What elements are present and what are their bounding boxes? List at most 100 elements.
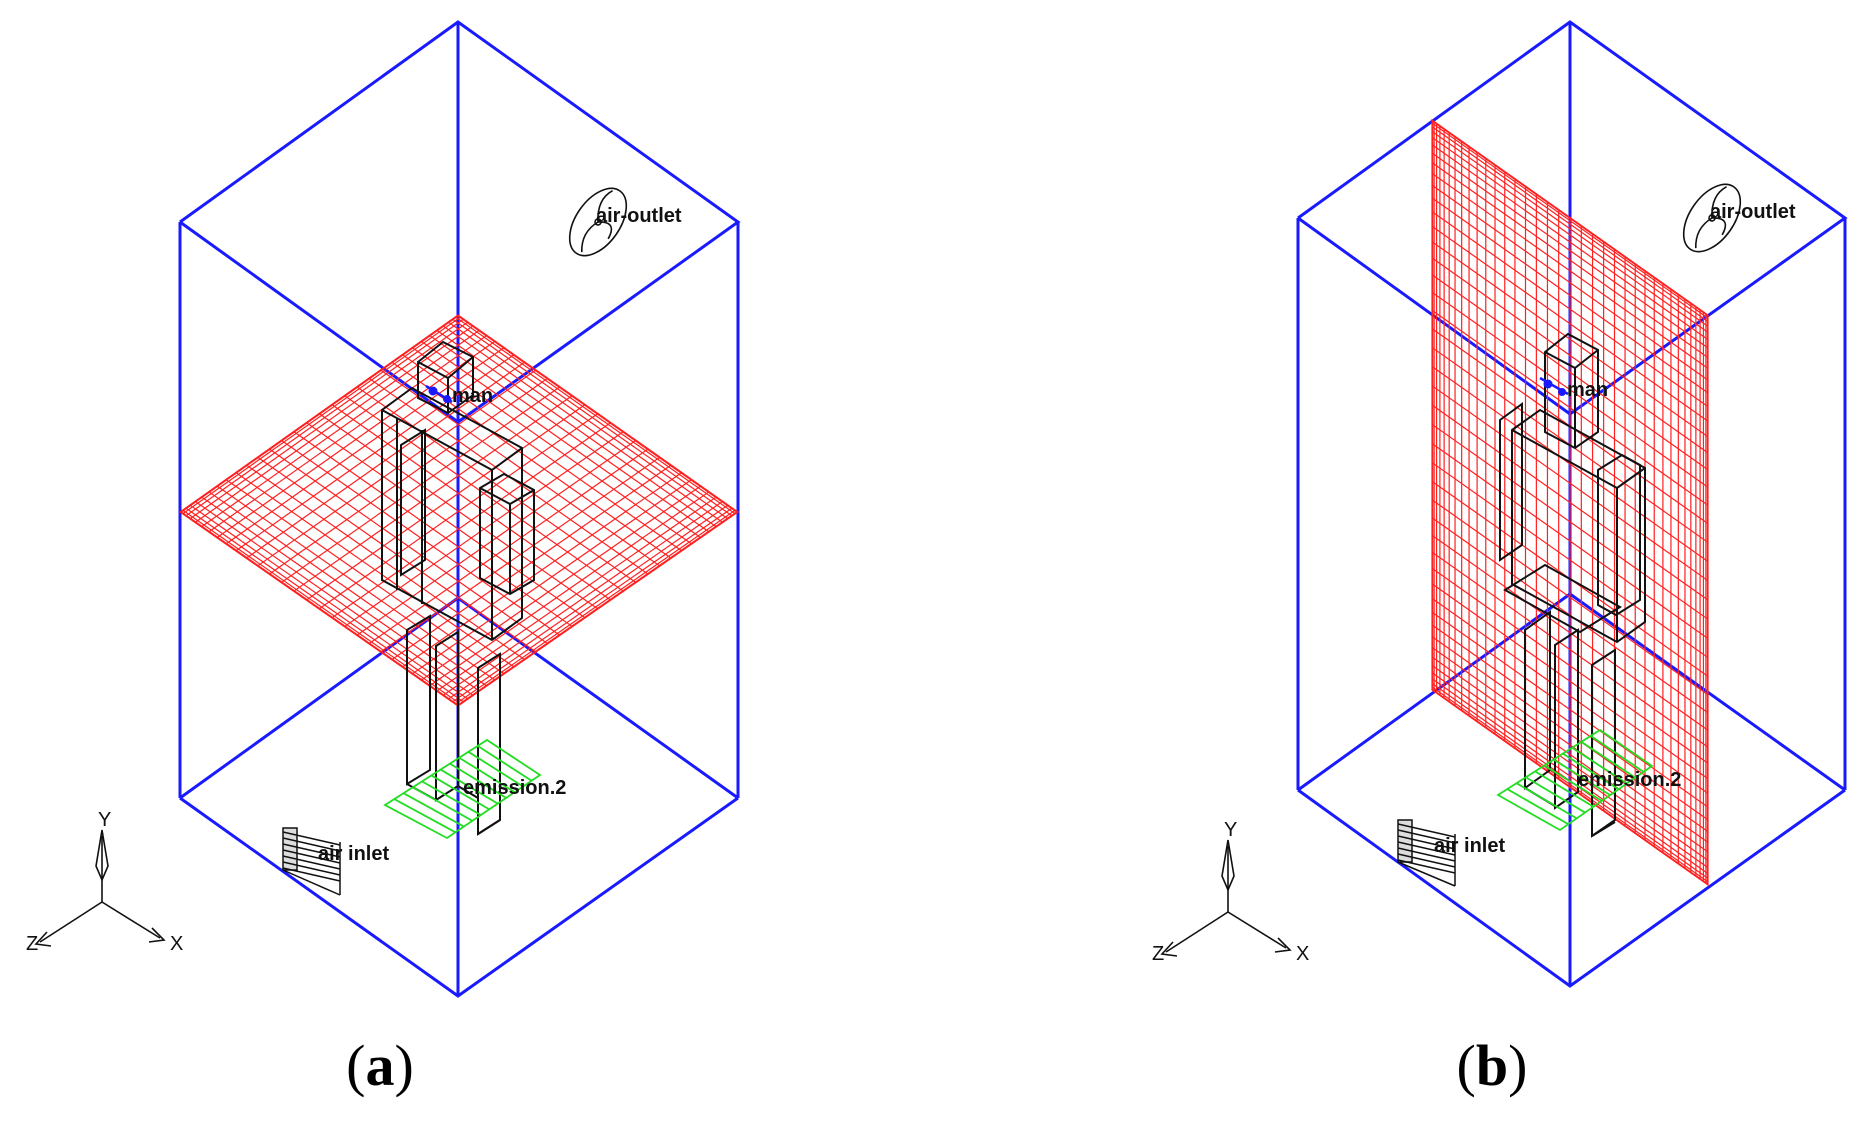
emission-hatch <box>1534 770 1594 808</box>
mesh-line <box>1431 136 1709 333</box>
air-inlet-label: air inlet <box>318 843 389 865</box>
mesh-line <box>1431 462 1709 659</box>
mesh-line <box>1431 126 1709 323</box>
mesh-line <box>1431 646 1709 843</box>
mesh-line <box>1431 611 1709 808</box>
mesh-line <box>455 509 736 705</box>
mesh-line <box>1431 257 1709 454</box>
mesh-line <box>194 325 474 524</box>
mesh-line <box>1431 385 1709 582</box>
vent-grille-icon <box>1397 819 1456 887</box>
man-marker <box>1539 376 1569 396</box>
emission-hatch <box>403 792 465 828</box>
mesh-line <box>1431 274 1709 471</box>
mesh-line <box>1431 122 1709 319</box>
mesh-line <box>401 471 683 668</box>
mesh-line <box>1431 664 1709 861</box>
mesh-line <box>208 334 488 533</box>
mesh-line <box>245 361 526 559</box>
mesh-line <box>235 354 515 552</box>
mesh-line <box>305 403 586 601</box>
mesh-line <box>391 464 672 661</box>
mesh-line <box>280 386 561 584</box>
axis-triad-icon <box>1160 839 1292 957</box>
panel-b-caption: (b) <box>1457 1033 1528 1098</box>
emission-hatch <box>412 786 473 822</box>
mesh-line <box>1431 636 1709 833</box>
mesh-line <box>225 347 505 545</box>
emission-hatch <box>1516 782 1578 820</box>
emission-area <box>383 738 542 840</box>
axis-x-label: X <box>1296 943 1309 965</box>
mesh-line <box>185 318 465 517</box>
mesh-line <box>1431 534 1709 731</box>
emission-label: emission.2 <box>1578 769 1681 791</box>
axis-z-label: Z <box>1152 943 1164 965</box>
mesh-line <box>1431 291 1709 488</box>
axis-z-label: Z <box>26 933 38 955</box>
air-outlet-label: air-outlet <box>596 205 682 227</box>
emission-hatch <box>1562 752 1620 791</box>
emission-label: emission.2 <box>463 777 566 799</box>
emission-hatch <box>1580 741 1636 779</box>
panel-a: air-outlet man emission.2 air inlet Y X … <box>26 20 741 1098</box>
mesh-line <box>1431 624 1709 821</box>
mesh-line <box>368 448 649 645</box>
mesh-plane-vertical <box>1431 118 1709 887</box>
emission-hatch <box>458 756 516 793</box>
mesh-line <box>1431 120 1709 317</box>
fan-icon <box>568 187 628 257</box>
mesh-line <box>1431 597 1709 794</box>
mesh-line <box>1431 365 1709 562</box>
mesh-line <box>1431 567 1709 764</box>
emission-hatch <box>430 774 490 811</box>
mesh-line <box>451 507 733 703</box>
mesh-line <box>1431 404 1709 601</box>
mesh-line <box>1431 172 1709 369</box>
mesh-line <box>1431 656 1709 853</box>
mesh-line <box>1431 211 1709 408</box>
man-marker <box>425 384 453 404</box>
emission-hatch <box>421 780 482 816</box>
emission-hatch <box>449 762 507 799</box>
mesh-line <box>293 395 573 592</box>
air-outlet-label: air-outlet <box>1710 201 1796 223</box>
man-label: man <box>1567 379 1608 401</box>
vent-grille-icon <box>282 827 341 896</box>
mesh-line <box>420 485 702 681</box>
panel-b: air-outlet man emission.2 air inlet Y X … <box>1152 20 1848 1098</box>
mesh-line <box>1431 443 1709 640</box>
mesh-line <box>201 329 480 528</box>
mesh-line <box>344 430 624 628</box>
mesh-line <box>1431 309 1709 506</box>
axis-y-label: Y <box>98 809 111 831</box>
mesh-line <box>1431 686 1709 883</box>
emission-hatch <box>1525 776 1586 814</box>
mesh-line <box>189 321 469 520</box>
axis-y-label: Y <box>1224 819 1237 841</box>
mesh-line <box>447 504 729 700</box>
mesh-line <box>1431 688 1709 885</box>
emission-hatch <box>440 768 499 805</box>
emission-area <box>1496 728 1654 832</box>
room-box <box>1296 20 1848 988</box>
emission-hatch <box>393 798 456 834</box>
mesh-line <box>442 500 724 696</box>
mesh-line <box>268 377 549 575</box>
mesh-line <box>1431 499 1709 696</box>
axis-x-label: X <box>170 933 183 955</box>
mesh-line <box>1431 184 1709 381</box>
man-label: man <box>452 385 493 407</box>
mesh-line <box>1431 197 1709 394</box>
mesh-line <box>1431 583 1709 780</box>
mesh-line <box>1431 144 1709 341</box>
room-box <box>178 20 741 998</box>
mesh-line <box>456 510 738 706</box>
emission-hatch <box>467 751 524 788</box>
mesh-line <box>1431 423 1709 620</box>
mesh-line <box>331 422 612 619</box>
mesh-line <box>1431 678 1709 875</box>
emission-hatch <box>1571 746 1628 785</box>
mesh-line <box>1431 241 1709 438</box>
